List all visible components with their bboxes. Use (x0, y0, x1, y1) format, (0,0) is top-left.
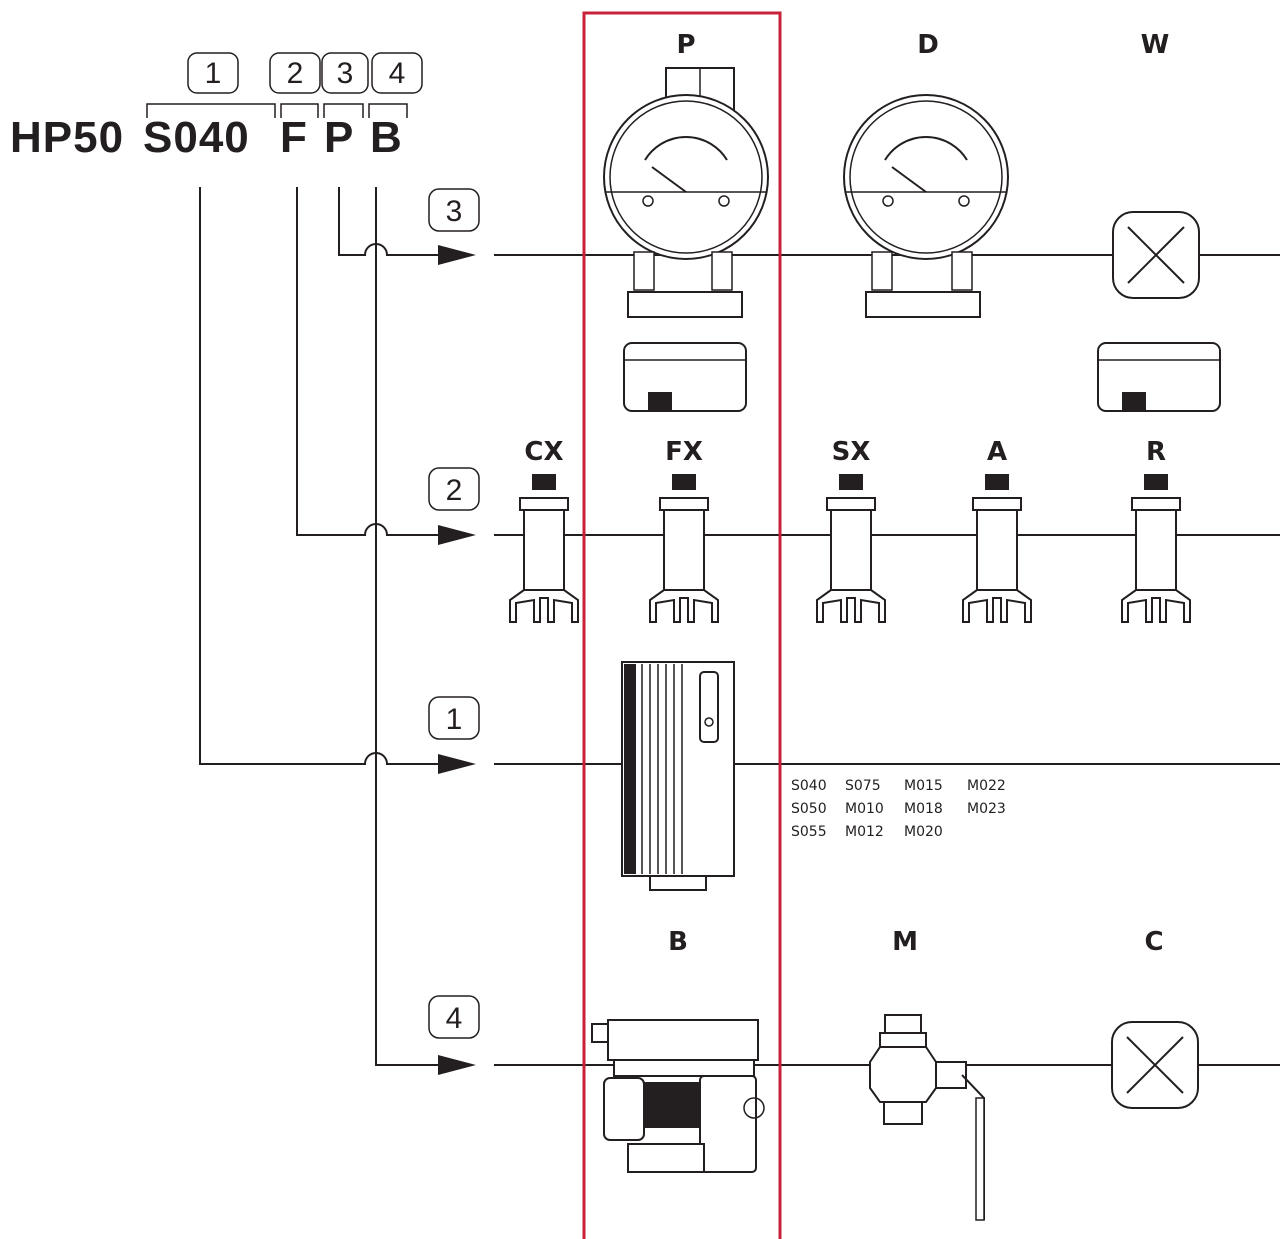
model-r3c2: M012 (845, 824, 884, 840)
drain-valve-cx-icon (509, 474, 579, 623)
code-marker-3-box (321, 52, 369, 94)
option-b-label: B (668, 927, 688, 957)
selected-column-highlight (582, 11, 782, 1239)
pressure-gauge-icon (603, 67, 769, 318)
model-list: S040 S075 M015 M022 S050 M010 M018 M023 … (791, 778, 1006, 840)
option-r-label: R (1146, 437, 1166, 467)
code-segment-4: B (370, 113, 403, 162)
option-sx-label: SX (832, 437, 871, 467)
model-r3c1: S055 (791, 824, 827, 840)
row-4-options: B M C (668, 927, 1163, 957)
code-marker-3: 3 (337, 57, 354, 90)
model-r2c2: M010 (845, 801, 884, 817)
code-segment-1: S040 (143, 113, 250, 162)
row-marker-4-box (428, 995, 480, 1039)
arrow-row-3 (438, 245, 476, 265)
model-r2c1: S050 (791, 801, 827, 817)
arrow-row-2 (438, 525, 476, 545)
electronic-drain-icon (591, 1019, 765, 1173)
model-r3c3: M020 (904, 824, 943, 840)
code-marker-4: 4 (389, 57, 406, 90)
code-brackets (146, 103, 408, 118)
option-p-label: P (676, 30, 695, 60)
option-d-label: D (917, 30, 939, 60)
no-option-c-icon (1111, 1021, 1199, 1109)
code-segment-2: F (280, 113, 308, 162)
row-marker-1-box (428, 696, 480, 740)
drain-valve-a-icon (962, 474, 1032, 623)
arrow-row-4 (438, 1055, 476, 1075)
option-w-label: W (1141, 30, 1170, 60)
code-marker-2-box (269, 52, 321, 94)
differential-gauge-icon (843, 94, 1009, 318)
code-prefix: HP50 (10, 113, 124, 162)
code-marker-2: 2 (287, 57, 304, 90)
code-markers: 1 2 3 4 (187, 52, 423, 94)
model-r1c4: M022 (967, 778, 1006, 794)
row-markers: 3 2 1 4 (428, 188, 480, 1039)
code-marker-1: 1 (205, 57, 222, 90)
model-r1c3: M015 (904, 778, 943, 794)
connector-lines (199, 187, 476, 1075)
filter-housing-icon (621, 661, 735, 891)
option-c-label: C (1144, 927, 1163, 957)
model-r1c2: S075 (845, 778, 881, 794)
no-option-w-icon (1112, 211, 1200, 299)
row-marker-3: 3 (446, 195, 463, 228)
model-r2c3: M018 (904, 801, 943, 817)
product-code: HP50 S040 F P B (10, 113, 403, 162)
option-m-label: M (892, 927, 918, 957)
option-cx-label: CX (524, 437, 563, 467)
code-segment-3: P (324, 113, 354, 162)
row-3-options: P D W (676, 30, 1169, 60)
row-marker-3-box (428, 188, 480, 232)
code-marker-4-box (371, 52, 423, 94)
model-r2c4: M023 (967, 801, 1006, 817)
drain-valve-sx-icon (816, 474, 886, 623)
arrow-row-1 (438, 754, 476, 774)
row-2-options: CX FX SX A R (524, 437, 1166, 467)
row-marker-4: 4 (446, 1002, 463, 1035)
drain-valve-r-icon (1121, 474, 1191, 623)
row-marker-1: 1 (446, 703, 463, 736)
manual-ball-valve-icon (869, 1014, 985, 1221)
option-a-label: A (987, 437, 1007, 467)
option-fx-label: FX (665, 437, 703, 467)
drain-valve-fx-icon (649, 474, 719, 623)
code-marker-1-box (187, 52, 239, 94)
controller-head-icon (623, 342, 747, 412)
controller-head-icon-w (1097, 342, 1221, 412)
row-marker-2-box (428, 467, 480, 511)
model-r1c1: S040 (791, 778, 827, 794)
row-marker-2: 2 (446, 474, 463, 507)
